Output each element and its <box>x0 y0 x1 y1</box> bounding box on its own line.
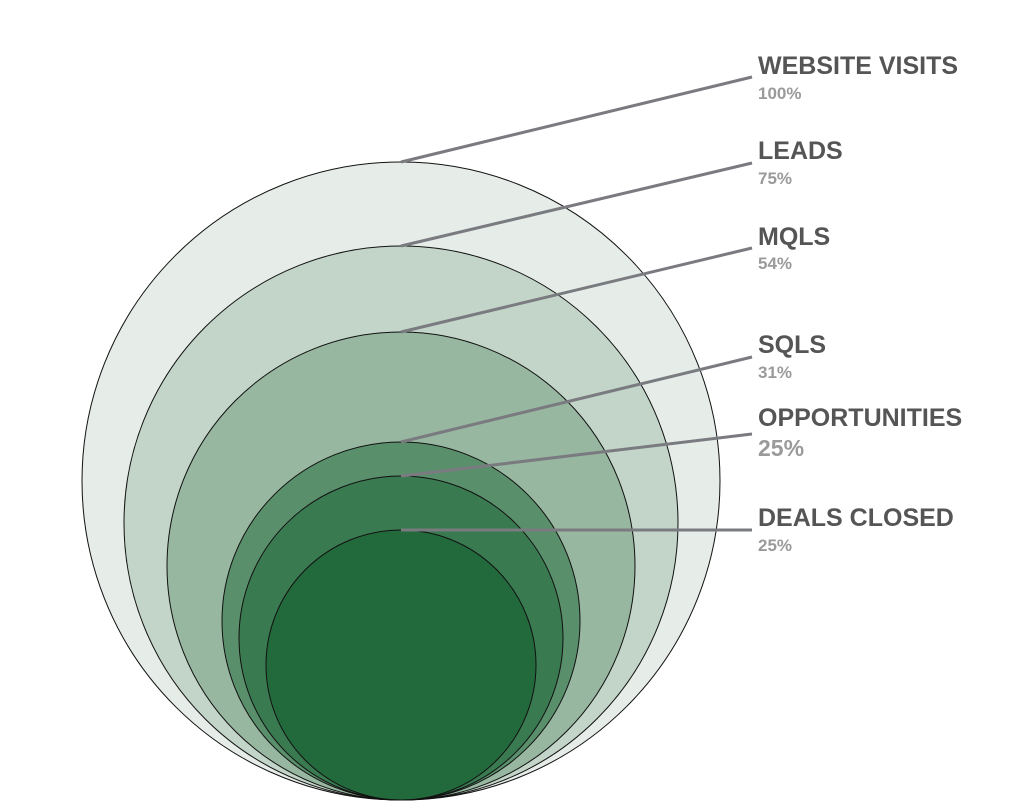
label-website-visits: WEBSITE VISITS <box>758 52 958 80</box>
label-opportunities: OPPORTUNITIES <box>758 404 962 432</box>
label-sqls: SQLS <box>758 331 826 359</box>
percent-website-visits: 100% <box>758 84 801 103</box>
leader-website-visits <box>400 75 753 164</box>
circle-deals-closed <box>265 529 537 801</box>
percent-leads: 75% <box>758 169 792 188</box>
percent-mqls: 54% <box>758 254 792 273</box>
percent-sqls: 31% <box>758 363 792 382</box>
percent-deals-closed: 25% <box>758 536 792 555</box>
label-leads: LEADS <box>758 137 843 165</box>
leader-sqls <box>400 355 753 444</box>
label-deals-closed: DEALS CLOSED <box>758 504 954 532</box>
leader-mqls <box>400 246 753 334</box>
leader-opportunities <box>400 432 753 478</box>
percent-opportunities: 25% <box>758 435 804 461</box>
leader-leads <box>400 161 753 248</box>
label-mqls: MQLS <box>758 223 830 251</box>
